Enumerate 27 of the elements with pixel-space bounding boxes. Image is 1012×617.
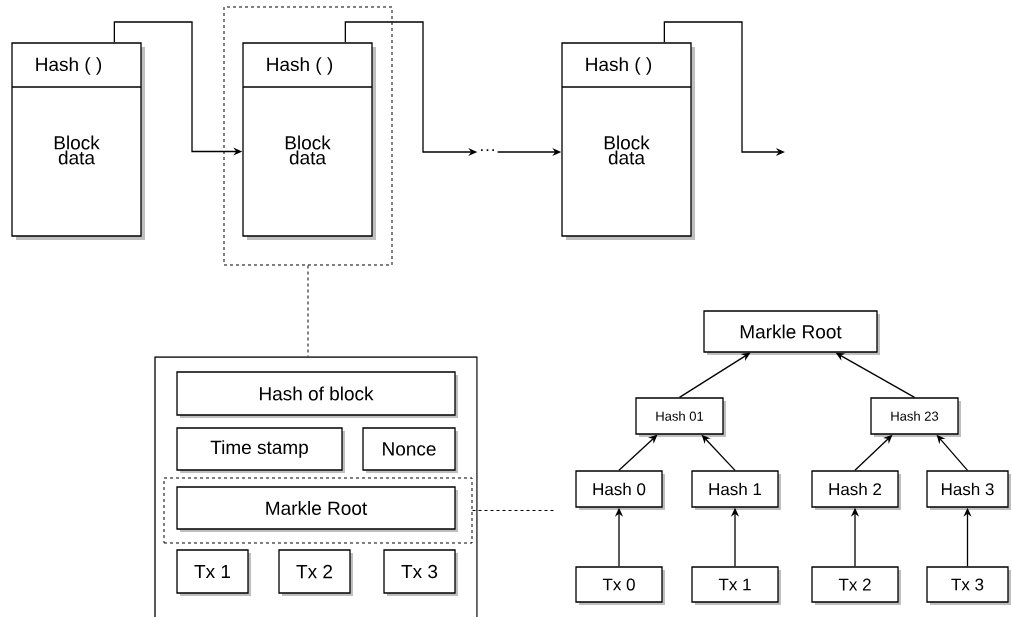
tree-node-box: Hash 1: [691, 470, 781, 510]
field-box: Tx 1: [176, 549, 251, 596]
highlight-frame: [223, 6, 393, 266]
field-box: Hash of block: [176, 371, 458, 418]
tree-node-box: Hash 01: [635, 397, 726, 437]
block-box: Hash ( ) Block data: [561, 42, 695, 240]
block-box: Hash ( ) Block data: [242, 42, 376, 240]
tree-node-box: Tx 1: [691, 566, 781, 605]
tree-node-box: Tx 2: [811, 566, 901, 605]
tree-node-box: Markle Root: [703, 310, 880, 355]
field-box: Time stamp: [176, 427, 345, 473]
connector-line: [307, 265, 309, 357]
tree-node-box: Hash 23: [870, 397, 961, 437]
tree-node-box: Hash 3: [926, 470, 1011, 510]
tree-node-box: Tx 0: [575, 566, 665, 605]
tree-node-box: Hash 2: [811, 470, 901, 510]
connector-line: [472, 510, 556, 511]
field-box: Nonce: [362, 427, 458, 473]
block-box: Hash ( ) Block data: [11, 42, 145, 240]
tree-node-box: Hash 0: [575, 470, 665, 510]
field-box: Markle Root: [176, 486, 458, 532]
ellipsis: ···: [481, 149, 494, 152]
field-box: Tx 2: [278, 549, 353, 596]
block-detail-box: [154, 356, 478, 617]
tree-node-box: Tx 3: [926, 566, 1011, 605]
field-box: Tx 3: [383, 549, 458, 596]
highlight-frame: [163, 477, 473, 544]
